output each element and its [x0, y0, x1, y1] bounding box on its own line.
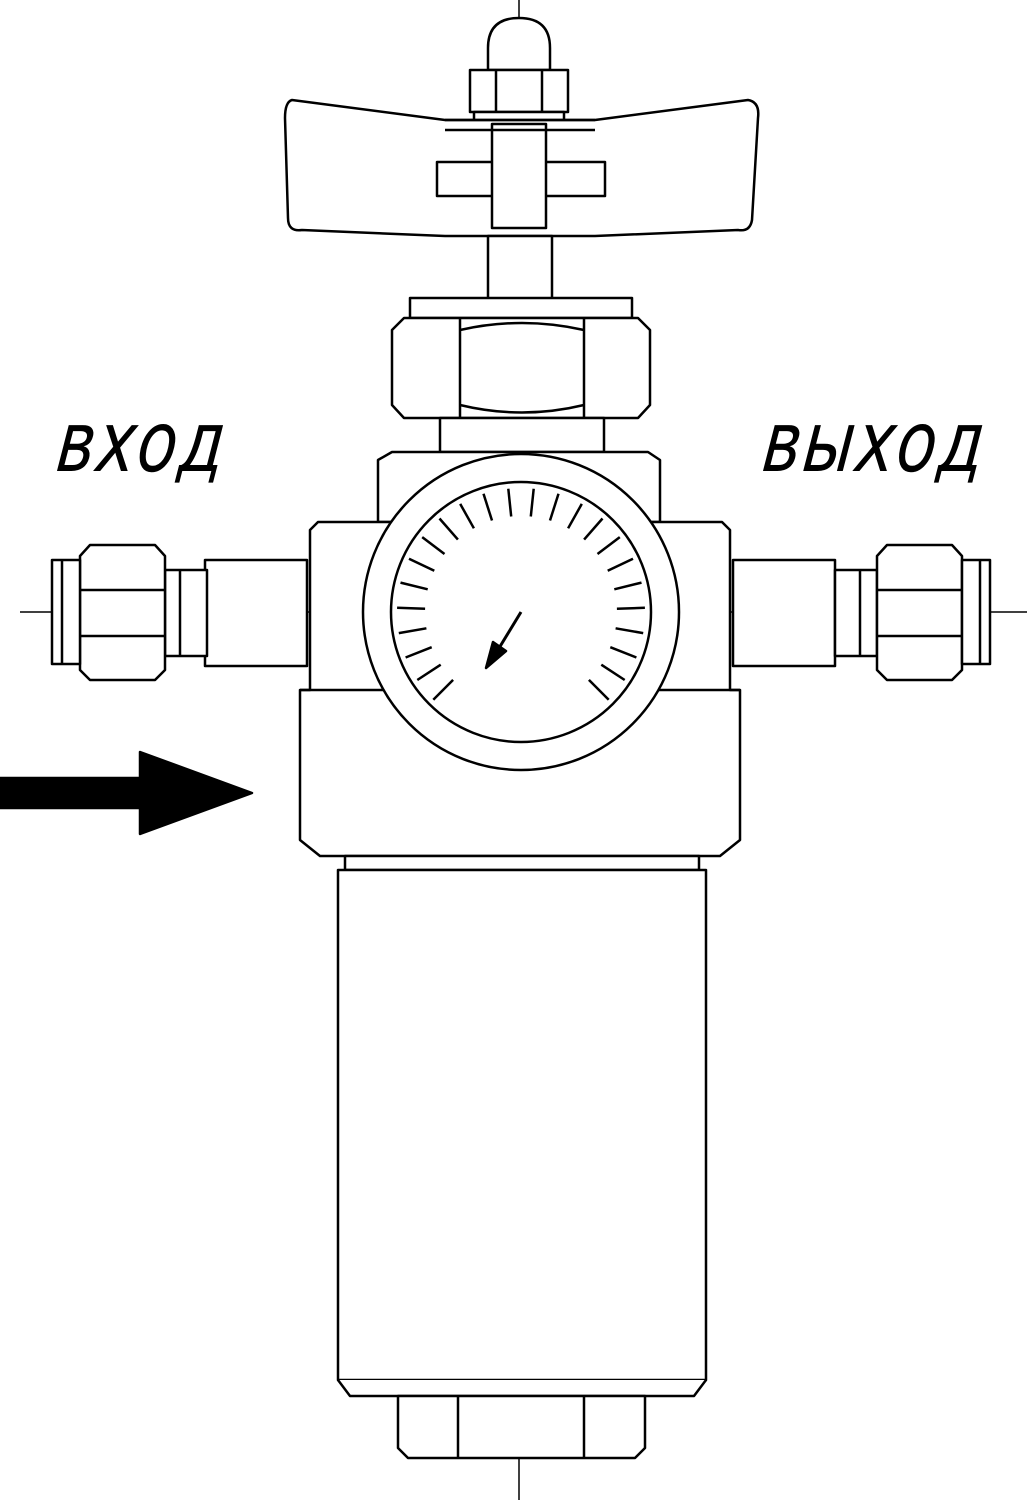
- t-handle: [285, 100, 758, 236]
- gauge-tick: [460, 504, 474, 528]
- gauge-tick: [568, 504, 582, 528]
- gauge-tick: [614, 583, 641, 590]
- gauge-tick: [409, 559, 434, 571]
- gauge-ticks: [397, 489, 645, 700]
- outlet-fitting: [733, 545, 990, 680]
- gauge-tick: [550, 494, 559, 521]
- filter-bowl: [338, 856, 706, 1396]
- gauge-tick: [610, 647, 636, 657]
- inlet-fitting: [52, 545, 307, 680]
- gauge-tick: [417, 665, 440, 680]
- gauge-tick: [601, 665, 624, 680]
- drain-nut: [398, 1396, 645, 1458]
- gauge-tick: [589, 680, 609, 700]
- cap-nut: [470, 18, 568, 124]
- pressure-gauge: [363, 454, 679, 770]
- gauge-tick: [616, 628, 644, 633]
- gauge-tick: [484, 494, 493, 521]
- flow-arrow: [0, 752, 252, 834]
- gauge-needle-tip: [486, 642, 506, 668]
- gauge-tick: [399, 628, 427, 633]
- gauge-tick: [508, 489, 511, 517]
- inlet-label: вход: [52, 393, 232, 491]
- stem: [488, 236, 552, 300]
- gauge-tick: [531, 489, 534, 517]
- gauge-tick: [598, 537, 620, 554]
- bonnet-nut: [392, 298, 650, 452]
- gauge-tick: [617, 608, 645, 609]
- gauge-tick: [584, 519, 602, 540]
- gauge-tick: [608, 559, 633, 571]
- gauge-tick: [401, 583, 428, 590]
- gauge-tick: [422, 537, 444, 554]
- outlet-label: выход: [758, 393, 992, 491]
- gauge-tick: [433, 680, 453, 700]
- gauge-tick: [406, 647, 432, 657]
- gauge-tick: [440, 519, 458, 540]
- gauge-tick: [397, 608, 425, 609]
